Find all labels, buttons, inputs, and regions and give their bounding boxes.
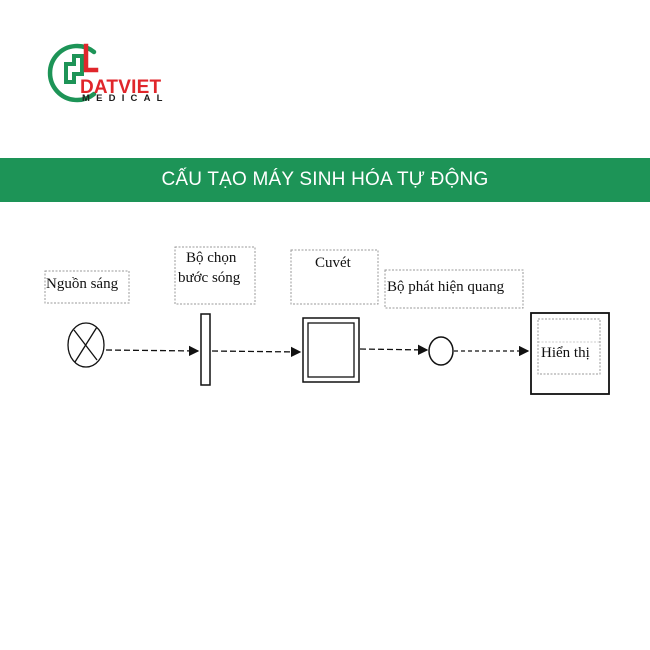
display-label: Hiển thị	[541, 345, 590, 361]
brand-name: DATVIET	[80, 77, 162, 98]
photodetector-label: Bộ phát hiện quang	[387, 279, 505, 295]
label-box-photodetector	[384, 269, 524, 309]
light-source-label: Nguồn sáng	[46, 276, 119, 292]
arrow-selector-to-cuvette	[211, 346, 302, 358]
cuvette-icon	[302, 317, 360, 383]
cuvette-label: Cuvét	[315, 255, 351, 271]
wavelength-selector-label-line2: bước sóng	[178, 270, 241, 286]
wavelength-selector-label-line1: Bộ chọn	[186, 250, 237, 266]
datviet-logo	[47, 43, 99, 103]
photodetector-icon	[428, 336, 454, 366]
light-source-icon	[67, 322, 105, 368]
page-title: CẤU TẠO MÁY SINH HÓA TỰ ĐỘNG	[161, 169, 489, 190]
wavelength-selector-icon	[200, 313, 211, 386]
title-banner: CẤU TẠO MÁY SINH HÓA TỰ ĐỘNG	[0, 158, 650, 202]
label-box-light-source	[44, 270, 130, 304]
arrow-light-to-selector	[105, 345, 200, 357]
brand-tagline: MEDICAL	[82, 93, 169, 104]
label-box-cuvette	[290, 249, 379, 305]
arrow-cuvette-to-detector	[359, 344, 429, 356]
label-box-wavelength-selector	[174, 246, 256, 305]
display-icon	[530, 312, 610, 395]
